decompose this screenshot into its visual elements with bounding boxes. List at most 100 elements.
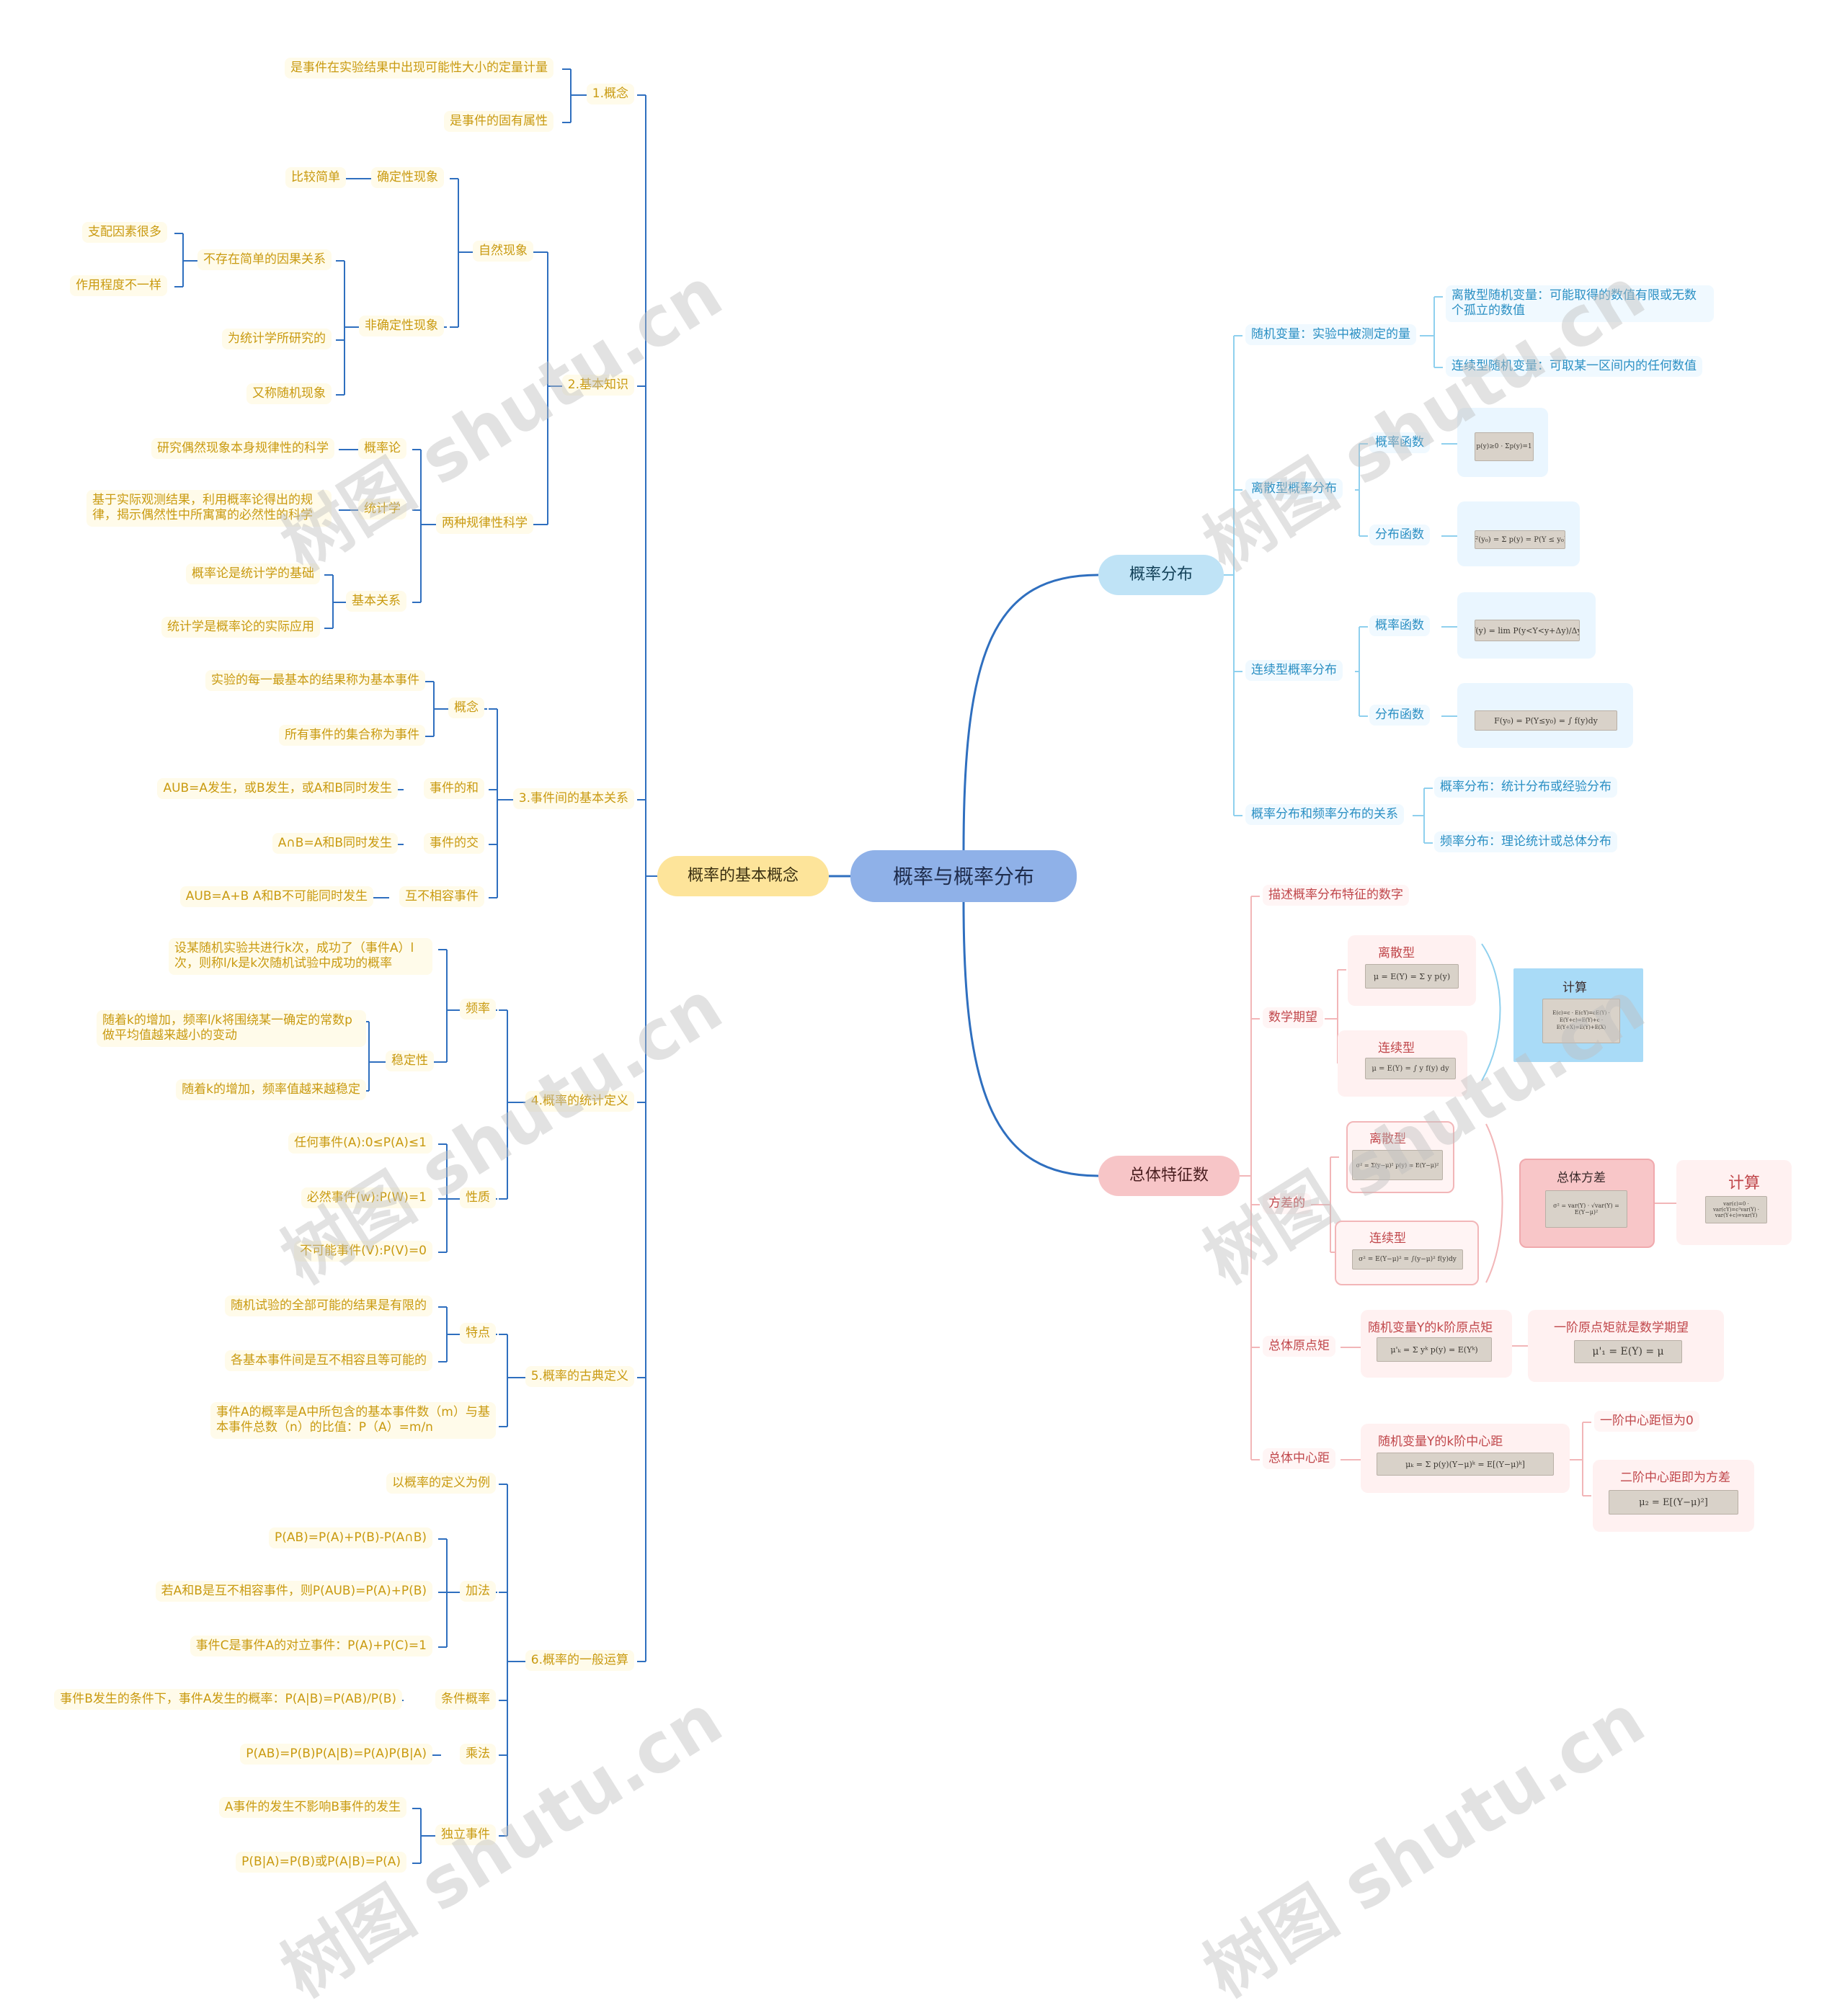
- node-first-central[interactable]: 一阶中心距恒为0: [1594, 1411, 1699, 1432]
- node-distribution-relation[interactable]: 概率分布和频率分布的关系: [1245, 804, 1404, 825]
- connector-line: [1486, 1124, 1503, 1283]
- node-no-simple-cause[interactable]: 不存在简单的因果关系: [197, 249, 332, 270]
- topic-statistical-definition[interactable]: 4.概率的统计定义: [525, 1091, 634, 1112]
- leaf-text: 必然事件(w):P(W)=1: [301, 1187, 432, 1208]
- leaf-text: 随着k的增加，频率值越来越稳定: [176, 1079, 366, 1100]
- node-frequency[interactable]: 频率: [460, 999, 496, 1020]
- node-probability-theory[interactable]: 概率论: [358, 438, 406, 459]
- formula-image: μ₂ = E[(Y−μ)²]: [1609, 1490, 1738, 1515]
- leaf-text: 随机试验的全部可能的结果是有限的: [225, 1295, 432, 1316]
- branch-probability-distribution[interactable]: 概率分布: [1098, 555, 1224, 595]
- node-features[interactable]: 特点: [460, 1323, 496, 1344]
- node-describe[interactable]: 描述概率分布特征的数字: [1263, 885, 1409, 906]
- root-node[interactable]: 概率与概率分布: [850, 850, 1077, 902]
- leaf-text: 支配因素很多: [82, 222, 167, 243]
- topic-event-relations[interactable]: 3.事件间的基本关系: [513, 788, 634, 809]
- leaf-text: AUB=A发生，或B发生，或A和B同时发生: [157, 778, 398, 799]
- formula-image: σ² = E(Y−μ)² = ∫(y−μ)² f(y)dy: [1352, 1249, 1463, 1270]
- node-discrete-distribution[interactable]: 离散型概率分布: [1245, 478, 1343, 499]
- card-title: 二阶中心距即为方差: [1620, 1467, 1730, 1485]
- leaf-text: 事件A的概率是A中所包含的基本事件数（m）与基本事件总数（n）的比值：P（A）=…: [210, 1402, 496, 1439]
- leaf-text: 离散型随机变量：可能取得的数值有限或无数个孤立的数值: [1446, 285, 1714, 322]
- formula-image: μ'ₖ = Σ yᵏ p(y) = E(Yᵏ): [1377, 1337, 1492, 1362]
- connector-line: [1482, 944, 1501, 1081]
- node-raw-moment[interactable]: 总体原点矩: [1263, 1336, 1335, 1357]
- formula-image: μ = E(Y) = ∫ y f(y) dy: [1365, 1058, 1456, 1079]
- leaf-text: 所有事件的集合称为事件: [279, 725, 425, 746]
- node-natural-phenomena[interactable]: 自然现象: [473, 241, 533, 262]
- node-conditional[interactable]: 条件概率: [435, 1689, 496, 1710]
- card-title: 离散型: [1369, 1128, 1406, 1146]
- node-event-sum[interactable]: 事件的和: [424, 778, 484, 799]
- node-discrete-cdf[interactable]: 分布函数: [1369, 525, 1430, 545]
- leaf-text: A事件的发生不影响B事件的发生: [219, 1797, 406, 1818]
- leaf-text: 概率论是统计学的基础: [186, 563, 320, 584]
- formula-image: μₖ = Σ p(y)(Y−μ)ᵏ = E[(Y−μ)ᵏ]: [1377, 1453, 1554, 1476]
- leaf-text: 随着k的增加，频率l/k将围绕某一确定的常数p做平均值越来越小的变动: [97, 1010, 366, 1047]
- card-title: 随机变量Y的k阶中心距: [1378, 1431, 1503, 1449]
- node-continuous-distribution[interactable]: 连续型概率分布: [1245, 660, 1343, 681]
- node-continuous-cdf[interactable]: 分布函数: [1369, 705, 1430, 726]
- leaf-text: 为统计学所研究的: [222, 329, 332, 349]
- leaf-text: 是事件在实验结果中出现可能性大小的定量计量: [285, 58, 554, 79]
- formula-image: σ² = var(Y) · √var(Y) = E(Y−μ)²: [1545, 1190, 1627, 1228]
- card-title: 计算: [1562, 977, 1587, 995]
- leaf-text: 设某随机实验共进行k次，成功了（事件A）l次，则称l/k是k次随机试验中成功的概…: [169, 938, 432, 975]
- node-event-intersection[interactable]: 事件的交: [424, 833, 484, 854]
- node-discrete-pmf[interactable]: 概率函数: [1369, 432, 1430, 453]
- formula-image: μ = E(Y) = Σ y p(y): [1365, 964, 1459, 989]
- node-basic-relation[interactable]: 基本关系: [346, 591, 406, 612]
- branch-population-characteristics[interactable]: 总体特征数: [1098, 1156, 1240, 1196]
- leaf-text: 事件C是事件A的对立事件：P(A)+P(C)=1: [190, 1636, 432, 1656]
- card-title: 计算: [1728, 1170, 1760, 1193]
- node-two-sciences[interactable]: 两种规律性科学: [436, 513, 533, 534]
- leaf-text: 各基本事件间是互不相容且等可能的: [225, 1350, 432, 1371]
- formula-image: E(c)=c · E(cY)=cE(Y) · E(Y+c)=E(Y)+c · E…: [1542, 999, 1620, 1043]
- leaf-text: 比较简单: [285, 167, 346, 188]
- leaf-text: 研究偶然现象本身规律性的科学: [151, 438, 334, 459]
- topic-general-operations[interactable]: 6.概率的一般运算: [525, 1650, 634, 1671]
- leaf-text: 概率分布：统计分布或经验分布: [1434, 777, 1617, 798]
- topic-classical-definition[interactable]: 5.概率的古典定义: [525, 1366, 634, 1387]
- node-nondeterministic[interactable]: 非确定性现象: [359, 316, 444, 336]
- leaf-text: 基于实际观测结果，利用概率论得出的规律，揭示偶然性中所寓寓的必然性的科学: [86, 490, 332, 527]
- leaf-text: 连续型随机变量：可取某一区间内的任何数值: [1446, 356, 1702, 377]
- leaf-text: P(B|A)=P(B)或P(A|B)=P(A): [236, 1852, 406, 1873]
- card-title: 随机变量Y的k阶原点矩: [1368, 1317, 1493, 1335]
- branch-basic-concepts[interactable]: 概率的基本概念: [657, 856, 829, 896]
- node-variance[interactable]: 方差的: [1263, 1193, 1311, 1214]
- card-title: 连续型: [1369, 1228, 1406, 1246]
- leaf-text: 作用程度不一样: [70, 275, 167, 296]
- node-mutually-exclusive[interactable]: 互不相容事件: [399, 886, 484, 907]
- leaf-text: 实验的每一最基本的结果称为基本事件: [205, 670, 425, 691]
- node-event-concept[interactable]: 概念: [448, 697, 484, 718]
- node-statistics[interactable]: 统计学: [358, 499, 406, 519]
- formula-image: σ² = Σ(y−μ)² p(y) = E(Y−μ)²: [1352, 1150, 1443, 1180]
- topic-concept[interactable]: 1.概念: [587, 84, 634, 104]
- node-independent[interactable]: 独立事件: [435, 1824, 496, 1845]
- leaf-text: A∩B=A和B同时发生: [272, 833, 398, 854]
- topic-basic-knowledge[interactable]: 2.基本知识: [562, 375, 634, 396]
- node-multiplication[interactable]: 乘法: [460, 1744, 496, 1765]
- node-expectation[interactable]: 数学期望: [1263, 1007, 1323, 1028]
- formula-image: p(y)≥0 · Σp(y)=1: [1475, 432, 1534, 461]
- node-deterministic[interactable]: 确定性现象: [371, 167, 444, 188]
- node-continuous-pdf[interactable]: 概率函数: [1369, 615, 1430, 636]
- node-central-moment[interactable]: 总体中心距: [1263, 1448, 1335, 1469]
- connector-line: [964, 902, 1098, 1176]
- leaf-text: 以概率的定义为例: [386, 1473, 496, 1494]
- leaf-text: 若A和B是互不相容事件，则P(AUB)=P(A)+P(B): [156, 1581, 432, 1602]
- card-title: 一阶原点矩就是数学期望: [1554, 1317, 1689, 1335]
- leaf-text: AUB=A+B A和B不可能同时发生: [180, 886, 373, 907]
- node-addition[interactable]: 加法: [460, 1581, 496, 1602]
- formula-image: F(y₀) = Σ p(y) = P(Y ≤ y₀): [1475, 530, 1565, 549]
- card-title: 离散型: [1378, 942, 1415, 960]
- connector-line: [964, 575, 1098, 850]
- node-properties[interactable]: 性质: [460, 1187, 496, 1208]
- leaf-text: 事件B发生的条件下，事件A发生的概率：P(A|B)=P(AB)/P(B): [54, 1689, 402, 1710]
- leaf-text: 是事件的固有属性: [444, 111, 554, 132]
- node-stability[interactable]: 稳定性: [386, 1051, 434, 1071]
- card-title: 总体方差: [1557, 1167, 1606, 1185]
- leaf-text: P(AB)=P(B)P(A|B)=P(A)P(B|A): [240, 1744, 432, 1765]
- node-random-variable[interactable]: 随机变量：实验中被测定的量: [1245, 324, 1416, 345]
